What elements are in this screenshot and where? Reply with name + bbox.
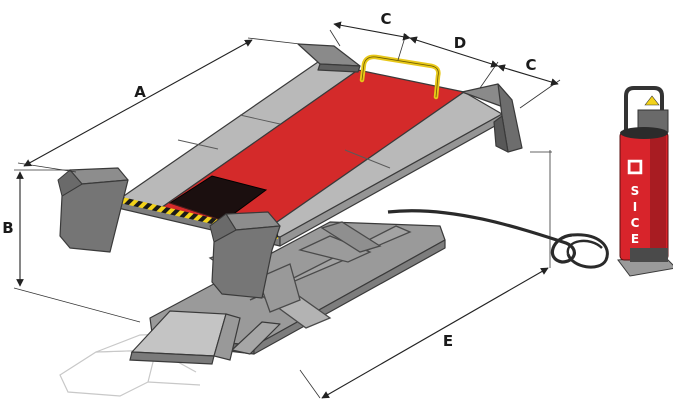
dimension-e-line [299, 150, 552, 399]
dimension-c-right-line [497, 64, 561, 109]
front-ramp [129, 310, 241, 365]
rear-clamp-right [461, 83, 523, 153]
dimension-a-label: A [134, 83, 146, 101]
pump-brand-letter-1: S [631, 184, 640, 198]
hydraulic-pump [617, 86, 673, 277]
dimension-c-left-line [329, 21, 411, 61]
pump-brand-letter-2: I [633, 200, 637, 214]
pump-brand-letter-3: C [631, 216, 640, 230]
dimension-b-label: B [2, 219, 13, 237]
dimension-d-line [409, 36, 499, 89]
dimension-c-left-label: C [380, 10, 391, 28]
dimension-d-label: D [454, 34, 466, 52]
dimension-a-line [17, 37, 301, 173]
rear-clamp-left [297, 43, 361, 73]
dimension-c-right-label: C [525, 56, 536, 74]
platform-deck [117, 61, 503, 247]
front-flap-right [209, 211, 281, 299]
dimension-e-label: E [443, 332, 453, 350]
pump-brand-letter-4: E [631, 232, 639, 246]
dimension-b-line [13, 169, 141, 323]
front-flap-left [57, 167, 129, 253]
